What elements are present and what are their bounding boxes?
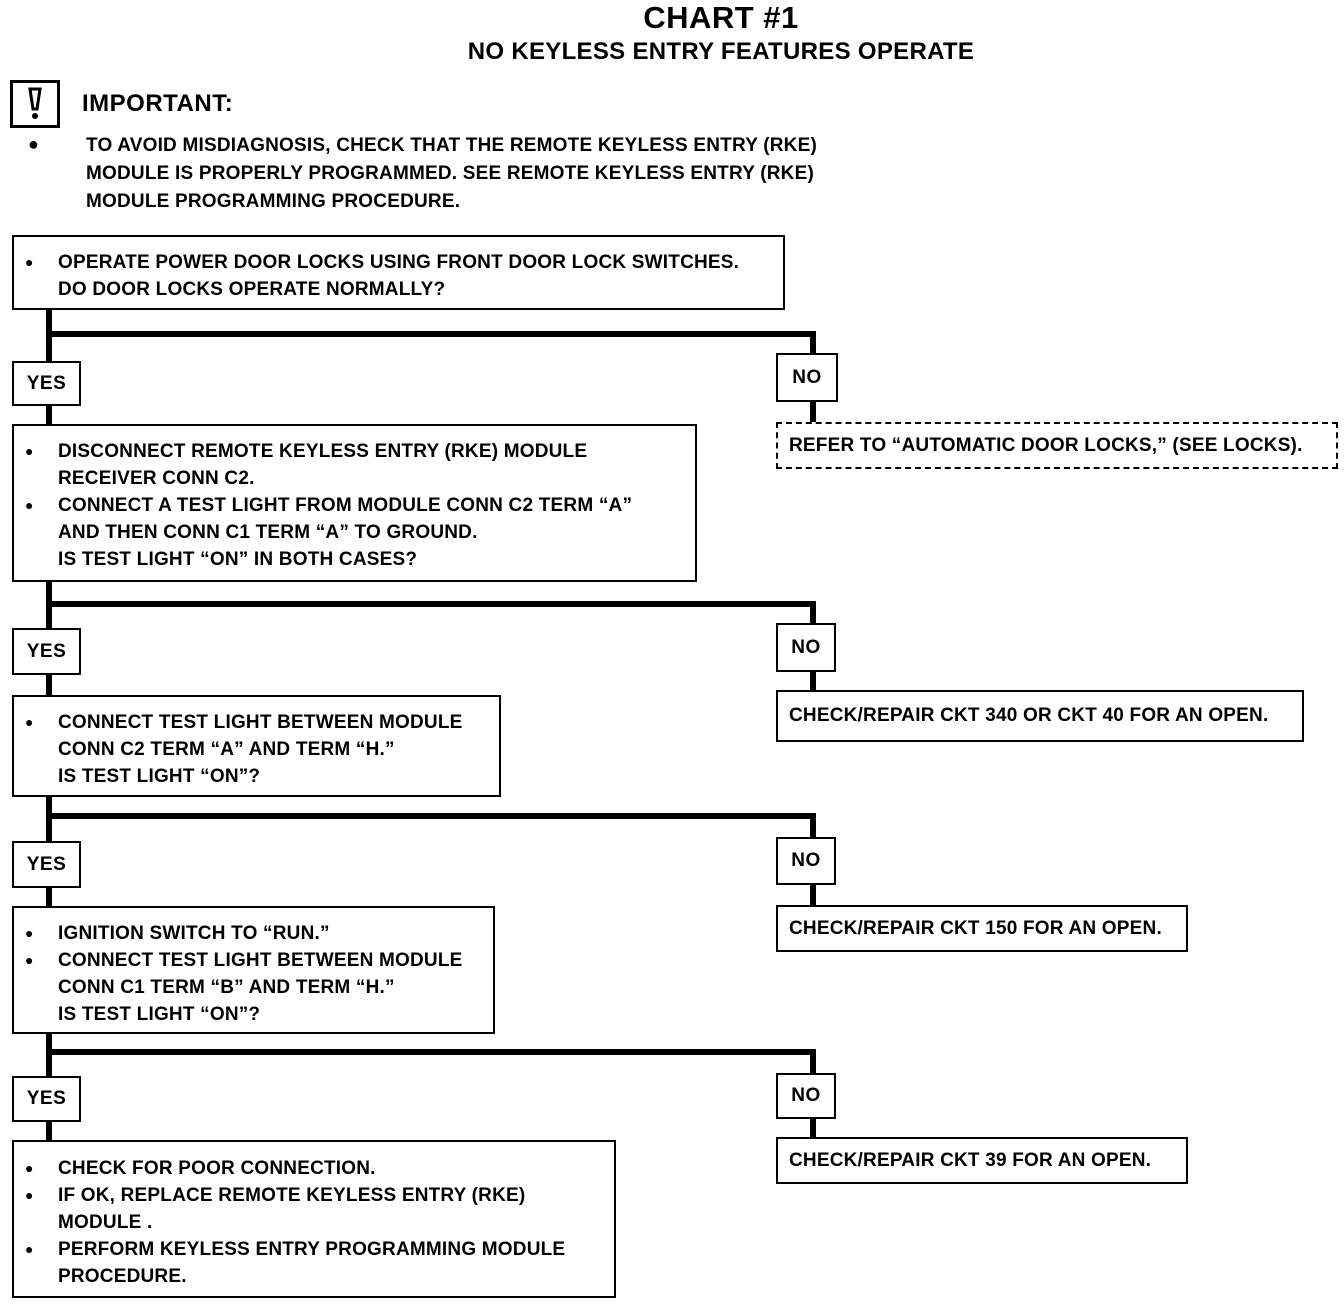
chart-subtitle: NO KEYLESS ENTRY FEATURES OPERATE [467,38,975,65]
chart-title: CHART #1 [643,0,799,35]
result-4-text: CHECK/REPAIR CKT 39 FOR AN OPEN. [789,1150,1152,1171]
question-box-4: IGNITION SWITCH TO “RUN.” CONNECT TEST L… [12,906,495,1034]
no-box-1: NO [776,353,838,402]
question-box-3: CONNECT TEST LIGHT BETWEEN MODULE CONN C… [12,695,501,797]
question-4-text-a: IGNITION SWITCH TO “RUN.” [14,920,493,947]
question-4-text-b: CONNECT TEST LIGHT BETWEEN MODULE CONN C… [14,947,493,1028]
result-3-text: CHECK/REPAIR CKT 150 FOR AN OPEN. [789,918,1162,939]
question-2-text-a: DISCONNECT REMOTE KEYLESS ENTRY (RKE) MO… [14,438,695,492]
yes-box-2: YES [12,628,81,675]
question-box-1: OPERATE POWER DOOR LOCKS USING FRONT DOO… [12,235,785,310]
important-note: TO AVOID MISDIAGNOSIS, CHECK THAT THE RE… [86,135,817,212]
note-bullet: ● [28,134,39,154]
question-box-2: DISCONNECT REMOTE KEYLESS ENTRY (RKE) MO… [12,424,697,582]
final-action-3: PERFORM KEYLESS ENTRY PROGRAMMING MODULE… [14,1236,614,1290]
important-label: IMPORTANT: [82,90,234,117]
yes-box-1: YES [12,361,81,406]
question-3-text: CONNECT TEST LIGHT BETWEEN MODULE CONN C… [14,709,499,790]
result-box-4: CHECK/REPAIR CKT 39 FOR AN OPEN. [776,1137,1188,1184]
no-box-4: NO [776,1073,836,1119]
warning-icon [10,80,60,128]
result-box-1: REFER TO “AUTOMATIC DOOR LOCKS,” (SEE LO… [776,422,1338,469]
yes-box-3: YES [12,841,81,888]
question-2-text-b: CONNECT A TEST LIGHT FROM MODULE CONN C2… [14,492,695,573]
no-box-3: NO [776,837,836,885]
result-2-text: CHECK/REPAIR CKT 340 OR CKT 40 FOR AN OP… [789,705,1269,726]
final-action-1: CHECK FOR POOR CONNECTION. [14,1155,614,1182]
no-box-2: NO [776,623,836,672]
question-1-text: OPERATE POWER DOOR LOCKS USING FRONT DOO… [14,249,783,303]
final-action-box: CHECK FOR POOR CONNECTION. IF OK, REPLAC… [12,1140,616,1298]
result-box-3: CHECK/REPAIR CKT 150 FOR AN OPEN. [776,905,1188,952]
result-1-text: REFER TO “AUTOMATIC DOOR LOCKS,” (SEE LO… [789,435,1303,456]
result-box-2: CHECK/REPAIR CKT 340 OR CKT 40 FOR AN OP… [776,690,1304,742]
final-action-2: IF OK, REPLACE REMOTE KEYLESS ENTRY (RKE… [14,1182,614,1236]
yes-box-4: YES [12,1076,81,1122]
